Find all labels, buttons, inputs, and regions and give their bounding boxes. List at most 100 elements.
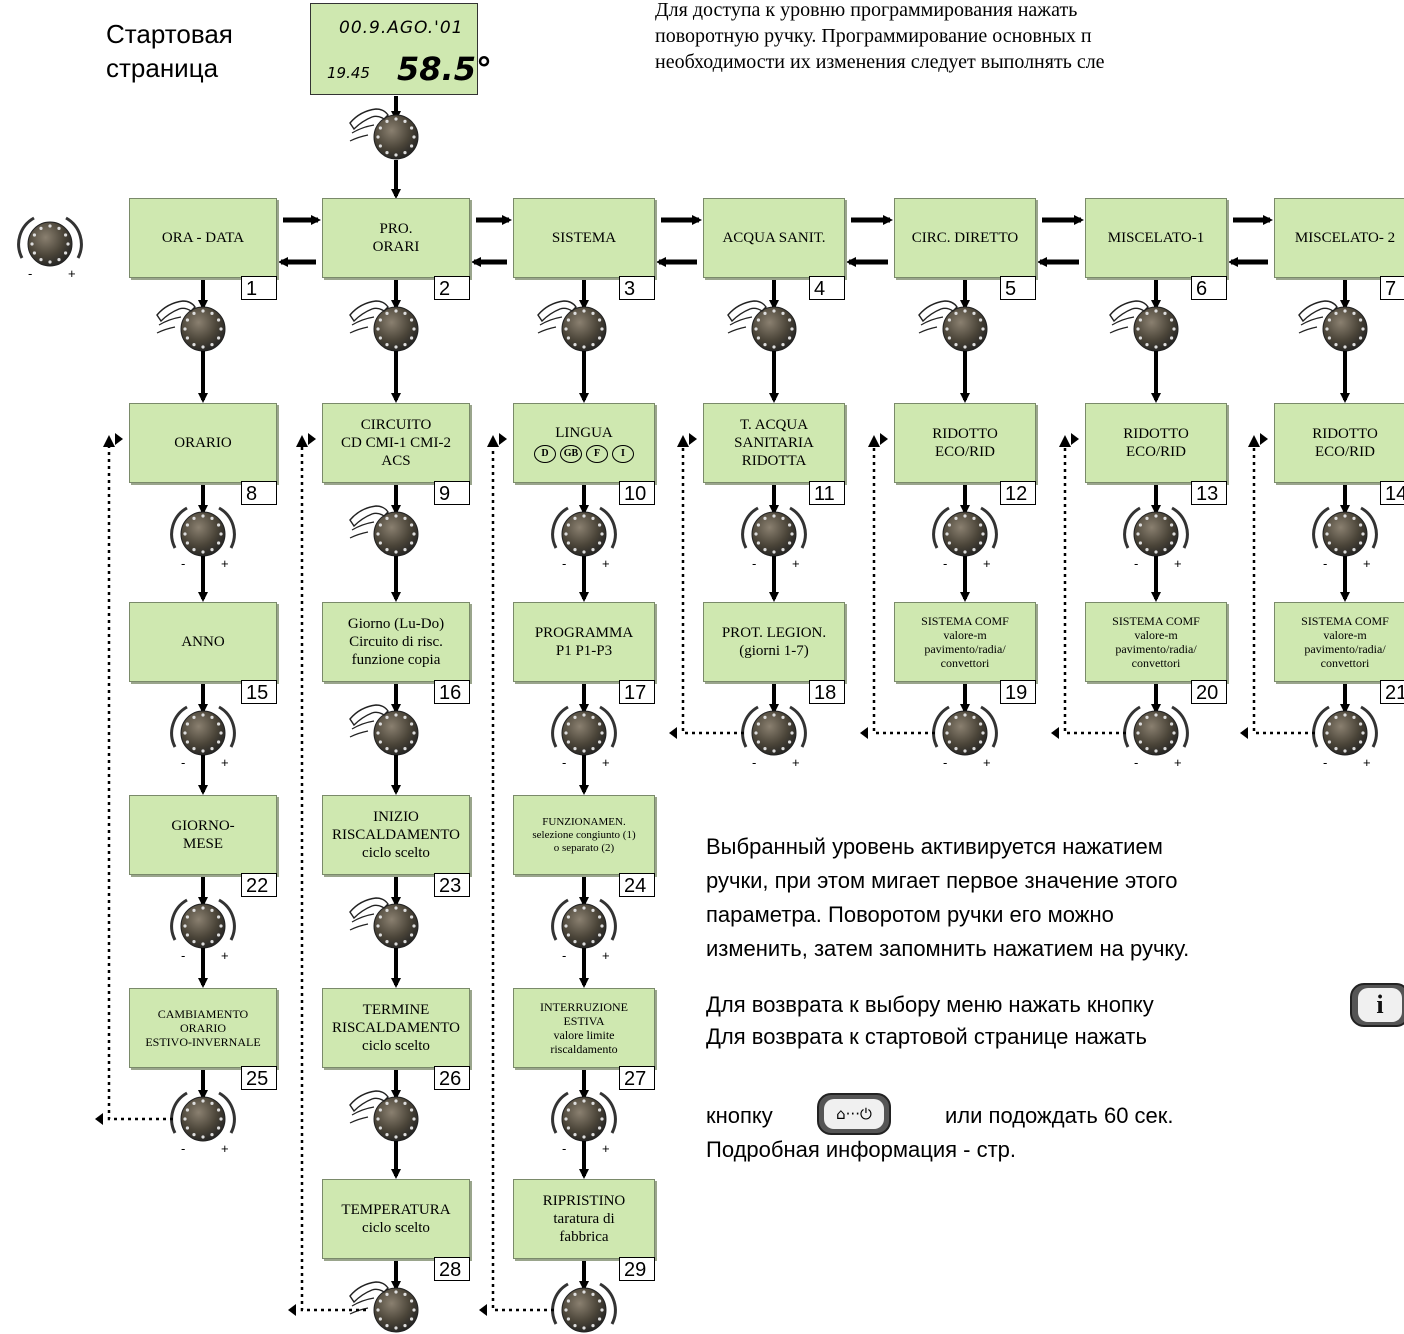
minus-label: -	[752, 556, 756, 571]
menu-box-number: 9	[434, 481, 470, 505]
menu-box-line: ACQUA SANIT.	[722, 230, 826, 246]
menu-box-line: ESTIVO-INVERNALE	[145, 1035, 261, 1049]
plus-label: +	[792, 556, 800, 571]
menu-box-line: GIORNO-	[171, 818, 235, 834]
minus-label: -	[562, 556, 566, 571]
rotate-knob-icon: -+	[741, 506, 807, 571]
plus-label: +	[221, 1141, 229, 1156]
menu-box-line: fabbrica	[559, 1229, 609, 1245]
start-page-title-line2: страница	[106, 53, 219, 83]
plus-label: +	[221, 556, 229, 571]
minus-label: -	[562, 948, 566, 963]
menu-box-line: convettori	[1131, 656, 1181, 670]
loop-arrowhead	[689, 433, 697, 445]
return-loop-line	[107, 439, 173, 1121]
menu-box-number: 17	[619, 680, 655, 704]
loop-arrowhead	[296, 435, 308, 447]
menu-box-line: MESE	[182, 836, 223, 852]
menu-box-line: RIPRISTINO	[542, 1193, 626, 1209]
press-knob-icon	[1109, 300, 1179, 352]
return-loop-line	[300, 439, 366, 1312]
menu-box-5: CIRC. DIRETTO	[894, 198, 1036, 278]
menu-box-line: CIRC. DIRETTO	[911, 230, 1019, 246]
display-temperature: 58.5°	[397, 50, 492, 88]
menu-box-1: ORA - DATA	[129, 198, 277, 278]
menu-box-2: PRO.ORARI	[322, 198, 470, 278]
menu-box-number: 21	[1380, 680, 1404, 704]
info-icon: i	[1358, 988, 1402, 1022]
menu-box-line: SISTEMA	[551, 230, 617, 246]
press-knob-icon	[537, 300, 607, 352]
rotate-knob-icon: -+	[551, 1091, 617, 1156]
minus-label: -	[943, 755, 947, 770]
menu-box-line: ECO/RID	[1126, 444, 1186, 460]
press-knob-icon	[349, 505, 419, 557]
menu-box-number: 16	[434, 680, 470, 704]
info-button[interactable]: i	[1350, 983, 1404, 1027]
minus-label: -	[181, 755, 185, 770]
loop-arrowhead	[288, 1304, 296, 1316]
menu-box-line: ciclo scelto	[362, 845, 430, 861]
language-option: GB	[560, 444, 582, 463]
press-knob-icon	[349, 897, 419, 949]
menu-box-line: pavimento/radia/	[924, 642, 1006, 656]
menu-box-line: P1 P1-P3	[555, 643, 613, 659]
instruction-wait: или подождать 60 сек.	[945, 1103, 1174, 1128]
menu-box-line: pavimento/radia/	[1304, 642, 1386, 656]
menu-box-number: 14	[1380, 481, 1404, 505]
menu-box-line: ORA - DATA	[161, 230, 245, 246]
plus-label: +	[602, 556, 610, 571]
language-option: D	[534, 444, 556, 463]
minus-label: -	[1323, 556, 1327, 571]
menu-box-line: RIDOTTO	[1312, 426, 1378, 442]
plus-label: +	[602, 1332, 610, 1334]
menu-box-line: INTERRUZIONE	[540, 1000, 628, 1014]
plus-label: +	[792, 755, 800, 770]
language-option: F	[586, 444, 608, 463]
loop-arrowhead	[868, 435, 880, 447]
menu-box-line: Giorno (Lu-Do)	[347, 616, 445, 632]
plus-label: +	[983, 556, 991, 571]
plus-label: +	[1174, 556, 1182, 571]
menu-box-line: INIZIO	[373, 809, 419, 825]
rotate-knob-icon: -+	[17, 216, 83, 281]
minus-label: -	[28, 266, 32, 281]
minus-label: -	[562, 1332, 566, 1334]
loop-arrowhead	[677, 435, 689, 447]
loop-arrowhead	[1071, 433, 1079, 445]
loop-arrowhead	[880, 433, 888, 445]
rotate-knob-icon: -+	[932, 705, 998, 770]
menu-box-line: SISTEMA COMF	[1301, 614, 1389, 628]
rotate-knob-icon: -+	[1123, 506, 1189, 571]
loop-arrowhead	[1260, 433, 1268, 445]
menu-box-number: 2	[434, 276, 470, 300]
rotate-knob-icon: -+	[170, 705, 236, 770]
menu-box-line: (giorni 1-7)	[739, 643, 809, 659]
menu-box-24: FUNZIONAMEN.selezione congiunto (1)o sep…	[513, 795, 655, 875]
home-power-button[interactable]: ⌂···⏻	[817, 1093, 891, 1135]
press-knob-icon	[349, 704, 419, 756]
display-time: 19.45	[327, 64, 370, 82]
menu-box-line: RIDOTTO	[1123, 426, 1189, 442]
rotate-knob-icon: -+	[170, 898, 236, 963]
plus-label: +	[68, 266, 76, 281]
rotate-knob-icon: -+	[1312, 705, 1378, 770]
menu-box-line: LINGUA	[555, 424, 613, 441]
menu-box-3: SISTEMA	[513, 198, 655, 278]
menu-box-line: ESTIVA	[563, 1014, 605, 1028]
menu-box-line: MISCELATO-1	[1107, 230, 1205, 246]
return-loop-line	[1063, 439, 1126, 735]
menu-box-number: 15	[241, 680, 277, 704]
menu-box-line: T. ACQUA	[739, 417, 809, 433]
loop-arrowhead	[669, 727, 677, 739]
rotate-knob-icon: -+	[741, 705, 807, 770]
menu-box-line: SISTEMA COMF	[1112, 614, 1200, 628]
return-loop-line	[1252, 439, 1315, 735]
intro-line-2: поворотную ручку. Программирование основ…	[655, 25, 1092, 47]
menu-box-line: convettori	[1320, 656, 1370, 670]
menu-box-line: SISTEMA COMF	[921, 614, 1009, 628]
menu-box-line: ORARIO	[174, 435, 232, 451]
menu-box-16: Giorno (Lu-Do)Circuito di risc.funzione …	[322, 602, 470, 682]
